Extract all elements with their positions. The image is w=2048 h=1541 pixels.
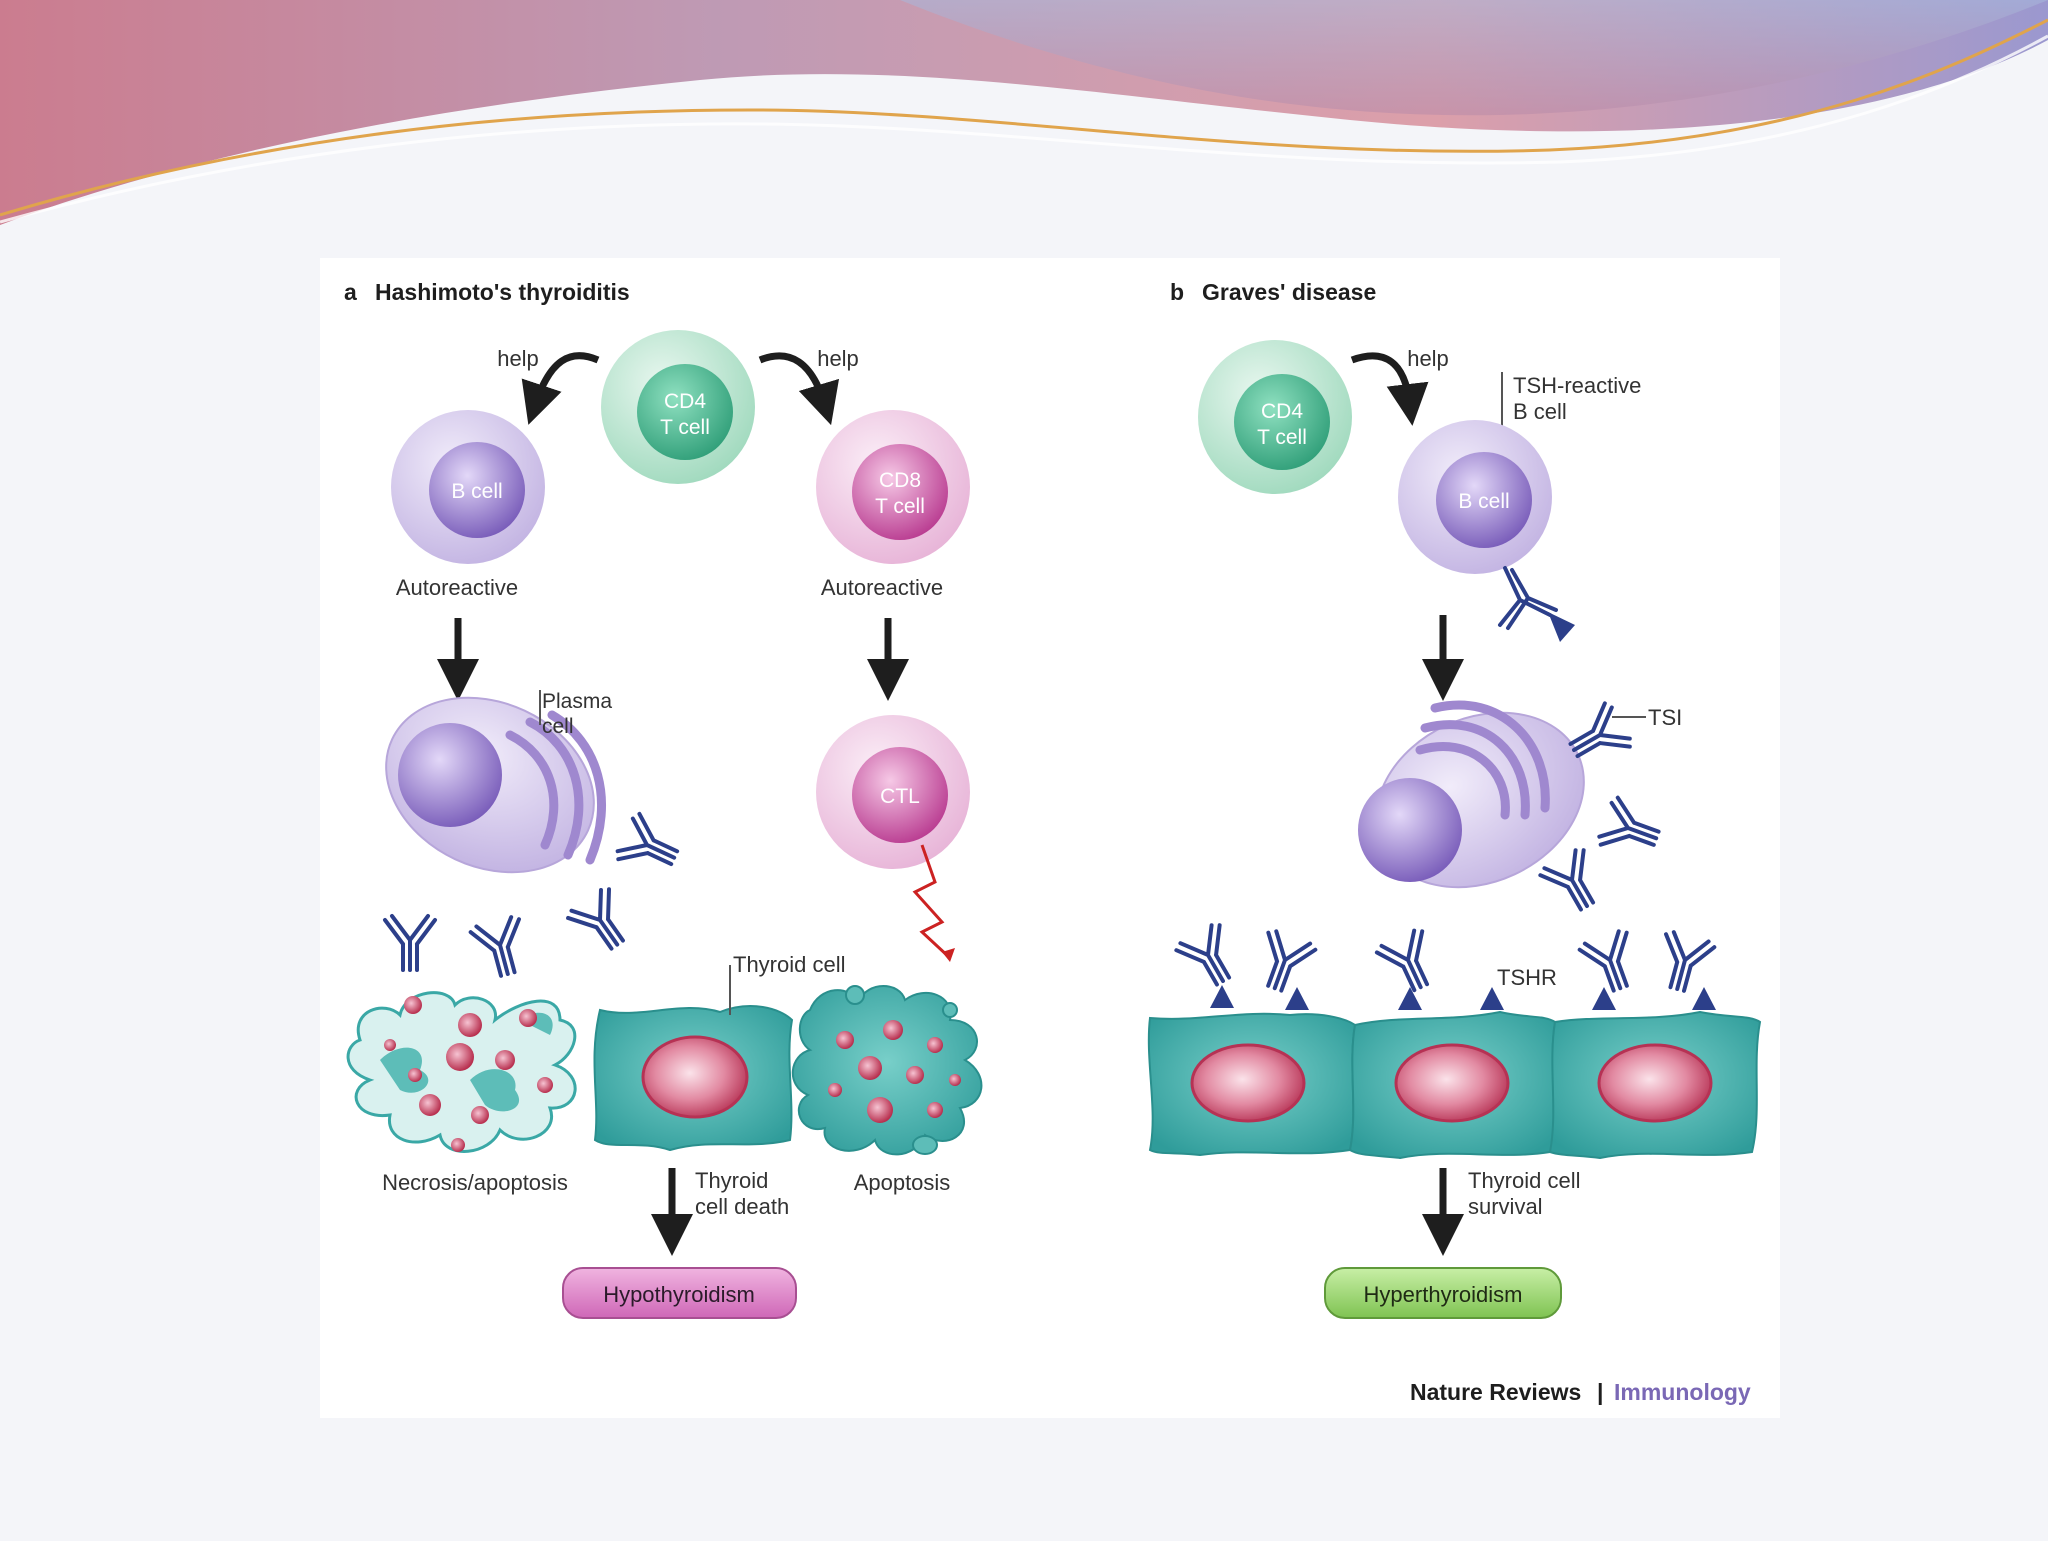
death-label-line1: Thyroid <box>695 1168 768 1193</box>
b-cell-b: B cell <box>1398 420 1552 574</box>
help-label-b: help <box>1407 346 1449 371</box>
credit-field: Immunology <box>1614 1379 1751 1405</box>
cd4-b-label-line1: CD4 <box>1261 400 1303 423</box>
autoreactive-label-left: Autoreactive <box>396 575 518 600</box>
tshr-label: TSHR <box>1497 965 1557 990</box>
hyperthyroidism-badge: Hyperthyroidism <box>1324 1267 1562 1319</box>
cd8-t-cell: CD8 T cell <box>816 410 970 564</box>
tsh-label-line2: B cell <box>1513 399 1567 424</box>
hyperthyroidism-label: Hyperthyroidism <box>1364 1282 1523 1307</box>
lightning-bolt-icon <box>912 844 952 960</box>
cd4-label-line1: CD4 <box>664 390 706 413</box>
help-label-left: help <box>497 346 539 371</box>
b-cell-a: B cell <box>391 410 545 564</box>
help-arrow-b <box>1350 352 1429 426</box>
thyroid-cell-b2 <box>1348 1010 1557 1160</box>
membrane-antibody-icon <box>1498 566 1575 642</box>
tsh-label-line1: TSH-reactive <box>1513 373 1641 398</box>
survival-label-line2: survival <box>1468 1194 1543 1219</box>
tshr-receptor-icon <box>1210 985 1234 1008</box>
thyroid-cell-b3 <box>1548 1010 1762 1160</box>
credit-separator: | <box>1597 1379 1603 1405</box>
cd4-t-cell-b: CD4 T cell <box>1198 340 1352 494</box>
plasma-label-line2: cell <box>542 715 574 738</box>
cd4-t-cell-a: CD4 T cell <box>601 330 755 484</box>
journal-credit: Nature Reviews | Immunology <box>1410 1379 1751 1405</box>
panel-a-title: Hashimoto's thyroiditis <box>375 279 630 305</box>
b-cell-label: B cell <box>451 480 502 503</box>
hypothyroidism-badge: Hypothyroidism <box>562 1267 797 1319</box>
autoreactive-label-right: Autoreactive <box>821 575 943 600</box>
panel-b-title: Graves' disease <box>1202 279 1376 305</box>
help-arrow-right <box>758 352 840 426</box>
help-arrow-left <box>521 352 600 425</box>
tshr-receptor-icon <box>1398 987 1422 1010</box>
cd8-label-line1: CD8 <box>879 469 921 492</box>
lightning-tip-icon <box>942 948 955 962</box>
help-label-right: help <box>817 346 859 371</box>
credit-journal: Nature Reviews <box>1410 1379 1581 1405</box>
thyroid-cell-b1 <box>1147 1012 1357 1157</box>
necrosis-label: Necrosis/apoptosis <box>382 1170 568 1195</box>
survival-label-line1: Thyroid cell <box>1468 1168 1580 1193</box>
panel-a: a Hashimoto's thyroiditis CD4 T cell hel… <box>344 279 983 1319</box>
thyroid-cell-a <box>593 1005 794 1152</box>
tshr-receptor-icon <box>1285 987 1309 1010</box>
panel-b: b Graves' disease CD4 T cell help TSH-re… <box>1147 279 1762 1319</box>
header-banner <box>0 0 2048 225</box>
plasma-cell-a <box>385 696 606 874</box>
cd8-label-line2: T cell <box>875 495 925 518</box>
cd4-b-label-line2: T cell <box>1257 426 1307 449</box>
tsi-label: TSI <box>1648 705 1682 730</box>
plasma-label-line1: Plasma <box>542 690 612 713</box>
apoptosis-label: Apoptosis <box>854 1170 951 1195</box>
death-label-line2: cell death <box>695 1194 789 1219</box>
plasma-cell-b <box>1358 700 1585 889</box>
ctl-label: CTL <box>880 785 920 808</box>
panel-b-letter: b <box>1170 279 1184 305</box>
tshr-receptor-icon <box>1692 987 1716 1010</box>
necrotic-cell <box>346 991 577 1153</box>
cd4-label-line2: T cell <box>660 416 710 439</box>
tshr-receptor-icon <box>1592 987 1616 1010</box>
thyroid-cell-label: Thyroid cell <box>733 952 845 977</box>
ctl-cell: CTL <box>816 715 970 869</box>
tshr-receptor-icon <box>1480 987 1504 1010</box>
apoptotic-cell <box>791 985 983 1156</box>
b-cell-b-label: B cell <box>1458 490 1509 513</box>
panel-a-letter: a <box>344 279 357 305</box>
hypothyroidism-label: Hypothyroidism <box>603 1282 755 1307</box>
